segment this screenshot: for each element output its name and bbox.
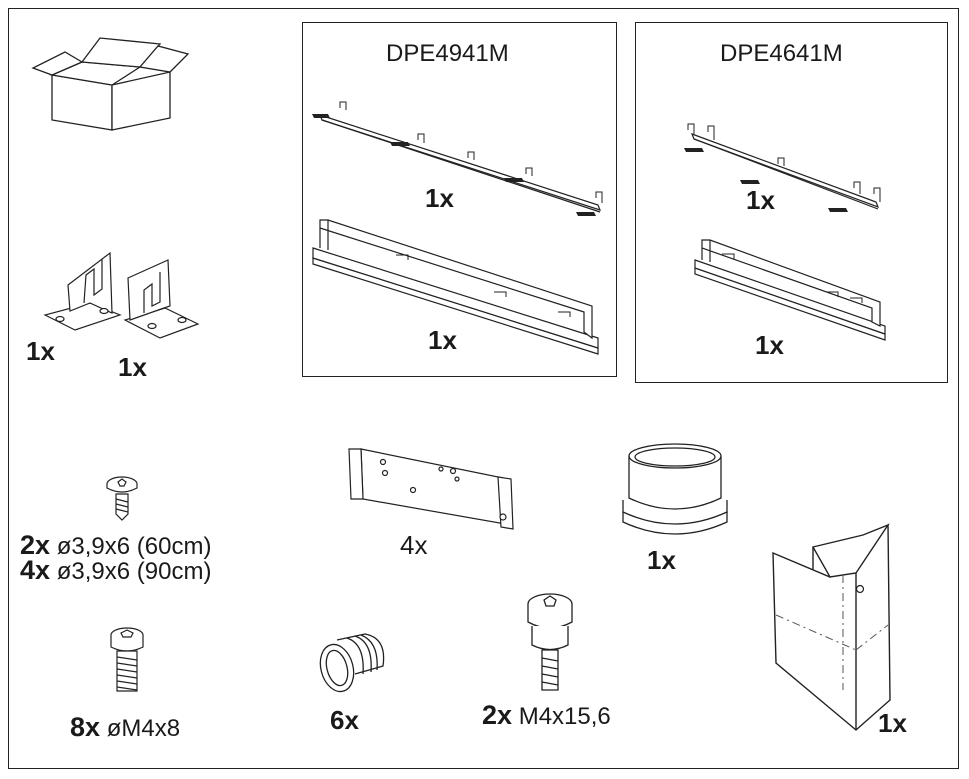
qty-rail-941: 1x <box>425 183 454 213</box>
screw-label-m4x8: 8x øM4x8 <box>70 712 180 743</box>
outer-frame <box>8 8 959 769</box>
small-screw-icon <box>104 474 140 522</box>
screw-spec-90cm: ø3,9x6 (90cm) <box>56 558 212 585</box>
rail-641-icon <box>684 122 890 212</box>
model-name-dpe4641m: DPE4641M <box>720 40 843 67</box>
screw-qty-shoulder: 2x <box>482 700 513 730</box>
shoulder-screw-icon <box>520 590 580 695</box>
bracket-left-icon <box>40 245 125 340</box>
m4x8-screw-icon <box>105 625 149 695</box>
qty-channel-641: 1x <box>755 330 784 360</box>
qty-corner-cover: 1x <box>878 708 907 738</box>
cardboard-box-icon <box>30 30 190 140</box>
screw-qty-90cm: 4x <box>20 555 51 585</box>
channel-941-icon <box>308 220 608 355</box>
screw-label-90cm: 4x ø3,9x6 (90cm) <box>20 555 211 586</box>
qty-plate: 4x <box>400 530 428 560</box>
qty-plug: 6x <box>330 705 359 735</box>
channel-641-icon <box>690 240 895 340</box>
qty-bracket-right: 1x <box>118 352 147 382</box>
qty-collar: 1x <box>647 545 676 575</box>
screw-label-shoulder: 2x M4x15,6 <box>482 700 611 731</box>
screw-label-60cm: 2x ø3,9x6 (60cm) <box>20 530 211 561</box>
corner-cover-icon <box>768 515 903 735</box>
mounting-plate-icon <box>343 447 523 532</box>
screw-qty-m4x8: 8x <box>70 712 101 742</box>
model-box-dpe4941m <box>302 22 617 377</box>
qty-bracket-left: 1x <box>26 336 55 366</box>
screw-spec-m4x8: øM4x8 <box>106 715 181 742</box>
plug-icon <box>315 630 390 695</box>
rail-941-icon <box>312 100 613 216</box>
bracket-right-icon <box>120 258 205 353</box>
qty-channel-941: 1x <box>428 325 457 355</box>
model-name-dpe4941m: DPE4941M <box>386 40 509 67</box>
qty-rail-641: 1x <box>746 185 775 215</box>
duct-collar-icon <box>615 440 735 545</box>
screw-spec-shoulder: M4x15,6 <box>518 703 611 730</box>
screw-qty-60cm: 2x <box>20 530 51 560</box>
model-box-dpe4641m <box>635 22 948 383</box>
screw-spec-60cm: ø3,9x6 (60cm) <box>56 533 212 560</box>
